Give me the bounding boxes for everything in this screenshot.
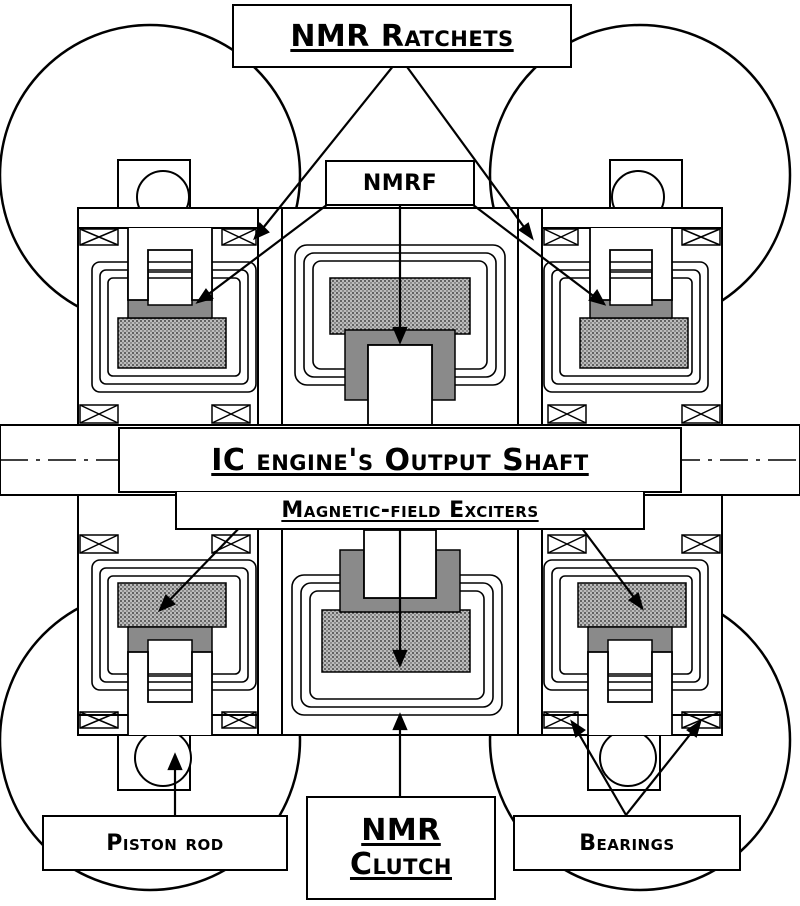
ratchet-coils [91,261,709,691]
callout-arrows [157,59,702,816]
piston-rod-label: Piston rod [42,815,288,871]
nmrf-label: NMRF [325,160,475,206]
nmr-clutch-label: NMR Clutch [306,796,496,900]
nmr-clutch-label-line1: NMR [361,812,441,848]
nmr-clutch-label-line2: Clutch [349,847,452,882]
bearings-label: Bearings [513,815,741,871]
output-shaft-label: IC engine's Output Shaft [118,427,682,493]
nmr-fluid [127,271,673,677]
nmr-ratchets-label: NMR Ratchets [232,4,572,68]
bearing-crosses [79,228,721,729]
field-exciters-label: Magnetic-field Exciters [175,492,645,530]
